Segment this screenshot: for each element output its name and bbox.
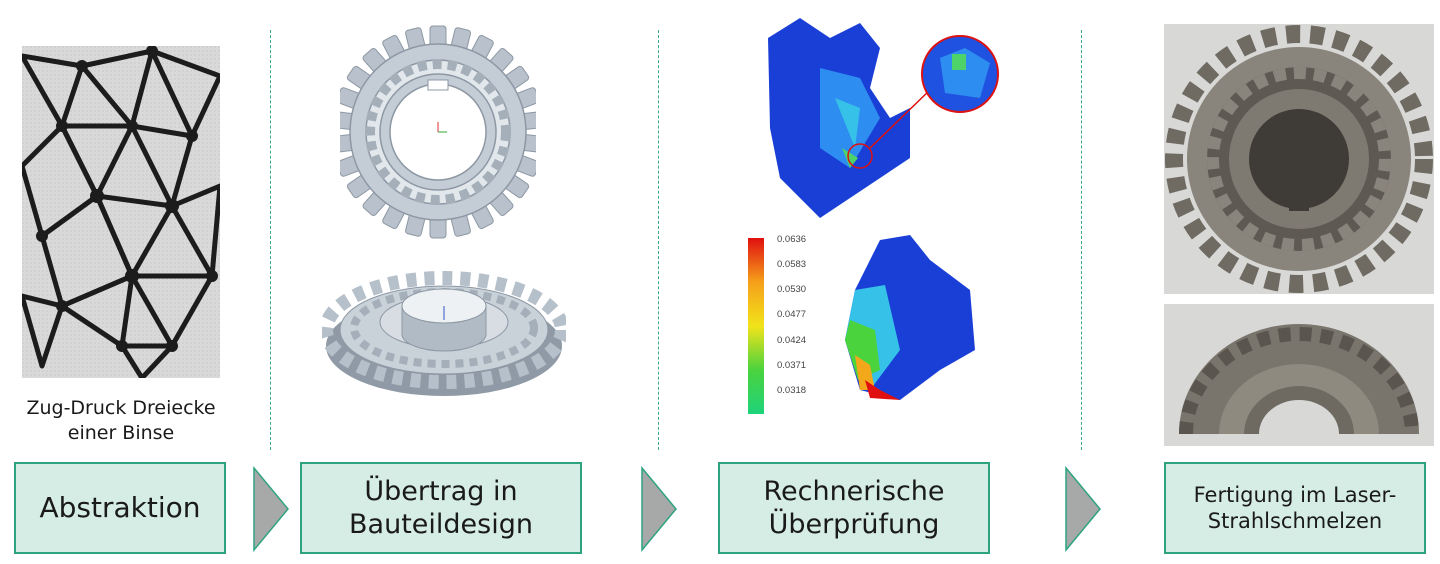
legend-value-5: 0.0424	[777, 335, 807, 346]
legend-value-2: 0.0583	[777, 259, 807, 270]
divider-2	[658, 30, 659, 450]
gear-icon	[331, 25, 545, 239]
stage-2-label-line2: Bauteildesign	[349, 509, 533, 540]
chevron-right-icon	[1065, 466, 1101, 552]
stage-2-label-line1: Übertrag in	[364, 476, 518, 507]
stage-pruefung: Rechnerische Überprüfung	[718, 462, 990, 554]
stage-3-label-line1: Rechnerische	[763, 476, 945, 507]
stage-4-label-line1: Fertigung im Laser-	[1193, 483, 1397, 507]
legend-value-3: 0.0530	[777, 284, 807, 295]
stage-abstraktion: Abstraktion	[14, 462, 226, 554]
stage-3-label-line2: Überprüfung	[768, 509, 940, 540]
gear-cad-iso-view	[319, 250, 569, 400]
legend-value-1: 0.0636	[777, 234, 807, 245]
gear-cad-top-view	[331, 22, 545, 242]
fem-gear-deformed	[840, 230, 980, 410]
stage-fertigung: Fertigung im Laser- Strahlschmelzen	[1164, 462, 1426, 554]
reed-micrograph	[19, 45, 223, 381]
caption-line-2: einer Binse	[67, 422, 175, 444]
stage-uebertrag: Übertrag in Bauteildesign	[300, 462, 582, 554]
reed-caption: Zug-Druck Dreiecke einer Binse	[8, 396, 234, 446]
stress-legend-bar	[748, 238, 764, 414]
caption-line-1: Zug-Druck Dreiecke	[26, 397, 216, 419]
stage-4-label-line2: Strahlschmelzen	[1207, 509, 1383, 533]
chevron-right-icon	[253, 466, 289, 552]
fem-gear-segment	[760, 8, 1010, 220]
printed-gear-photo-top	[1164, 24, 1434, 294]
stage-1-label: Abstraktion	[39, 491, 201, 524]
legend-value-4: 0.0477	[777, 309, 807, 320]
divider-3	[1081, 30, 1082, 450]
legend-value-6: 0.0371	[777, 360, 807, 371]
printed-gear-photo-half	[1164, 304, 1434, 446]
chevron-right-icon	[641, 466, 677, 552]
divider-1	[270, 30, 271, 450]
legend-value-7: 0.0318	[777, 385, 807, 396]
